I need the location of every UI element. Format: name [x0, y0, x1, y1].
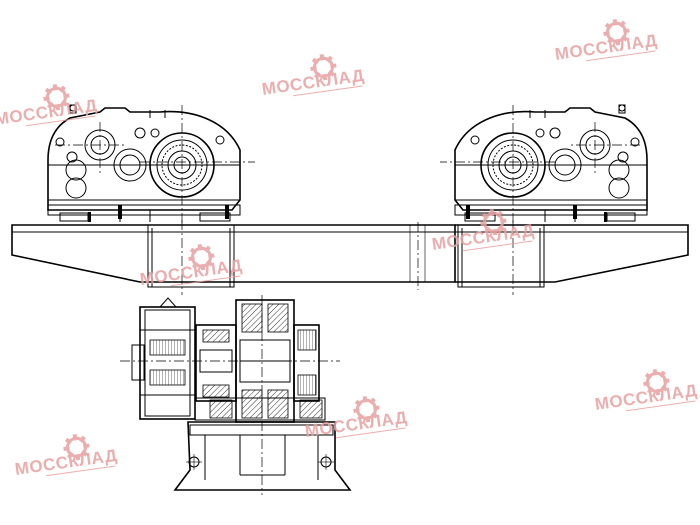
gear-icon [603, 19, 630, 46]
gear-icon [353, 396, 380, 423]
gear-icon [188, 244, 215, 271]
gear-icon [63, 434, 90, 461]
watermark-logo: МОССКЛАД [261, 54, 366, 99]
drive-unit-side-view [120, 295, 352, 495]
gear-icon [310, 54, 337, 81]
right-gearbox [439, 104, 648, 226]
watermark-logo: МОССКЛАД [431, 209, 536, 254]
watermark-logo: МОССКЛАД [554, 19, 659, 64]
watermark-logo: МОССКЛАД [14, 434, 119, 479]
watermark-logo: МОССКЛАД [0, 84, 99, 129]
watermark-layer: МОССКЛАД МОССКЛАД МОССКЛАД МОССКЛАД МОССКЛАД… [0, 19, 699, 479]
left-gearbox [47, 104, 256, 226]
gear-icon [43, 84, 70, 111]
gear-icon [480, 209, 507, 236]
watermark-logo: МОССКЛАД [594, 369, 699, 414]
support-beam [11, 220, 689, 295]
gear-icon [643, 369, 670, 396]
